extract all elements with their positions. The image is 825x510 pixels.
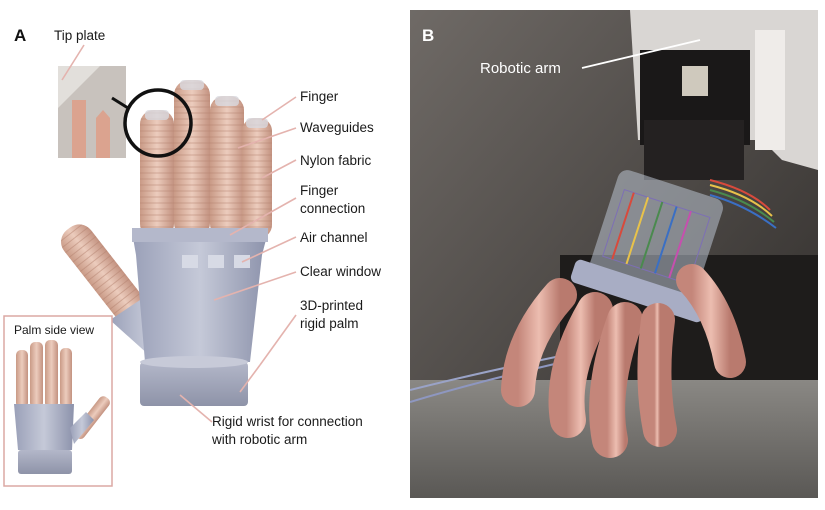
clear-window — [208, 255, 224, 268]
wrist-rim — [140, 356, 248, 368]
robotic-arm-leader-line — [581, 39, 701, 69]
soft-thumb — [676, 264, 746, 378]
label-finger-connection-line1: Finger — [300, 183, 339, 198]
label-air-channel: Air channel — [300, 230, 368, 245]
label-palm-side-view: Palm side view — [14, 323, 95, 337]
label-waveguides: Waveguides — [300, 120, 374, 135]
panel-a-cad-diagram: A Tip plate Finger Waveguides Nylon fabr… — [0, 0, 410, 510]
panel-letter-a: A — [14, 26, 27, 45]
tip-plate — [215, 96, 239, 106]
soft-finger-2 — [548, 292, 613, 438]
soft-finger-3 — [589, 302, 643, 458]
zoom-circle — [123, 88, 193, 158]
tip-plate — [145, 110, 169, 120]
robotic-arm — [630, 10, 818, 180]
label-wrist-line2: with robotic arm — [212, 432, 308, 447]
label-robotic-arm: Robotic arm — [480, 60, 561, 77]
panel-letter-b: B — [422, 26, 435, 45]
label-finger: Finger — [300, 89, 339, 104]
label-palm-line2: rigid palm — [300, 316, 359, 331]
thumb — [61, 224, 149, 327]
finger-ring — [174, 80, 210, 238]
label-finger-connection-line2: connection — [300, 201, 366, 216]
rigid-palm — [132, 232, 268, 362]
label-wrist-line1: Rigid wrist for connection — [212, 414, 363, 429]
label-palm-line1: 3D-printed — [300, 298, 364, 313]
finger-pinky — [140, 110, 174, 238]
hand-cad-drawing — [3, 44, 297, 487]
tip-plate — [180, 80, 204, 90]
label-nylon-fabric: Nylon fabric — [300, 153, 372, 168]
soft-finger-4 — [637, 303, 677, 447]
label-clear-window: Clear window — [300, 264, 382, 279]
robotic-hand-photo — [410, 10, 818, 498]
tip-plate — [246, 118, 268, 128]
soft-finger-1 — [501, 278, 577, 407]
finger-index — [242, 118, 272, 238]
palm-side-view-hand — [14, 340, 110, 474]
clear-window — [182, 255, 198, 268]
leader-lines — [61, 44, 297, 423]
rigid-wrist — [140, 362, 248, 406]
label-tip-plate: Tip plate — [54, 28, 106, 43]
zoom-connector-line — [111, 96, 129, 110]
panel-b-photo: B Robotic arm — [410, 10, 818, 498]
finger-connection — [132, 228, 268, 242]
finger-middle — [210, 96, 244, 238]
tip-plate-zoom-inset — [58, 66, 126, 158]
